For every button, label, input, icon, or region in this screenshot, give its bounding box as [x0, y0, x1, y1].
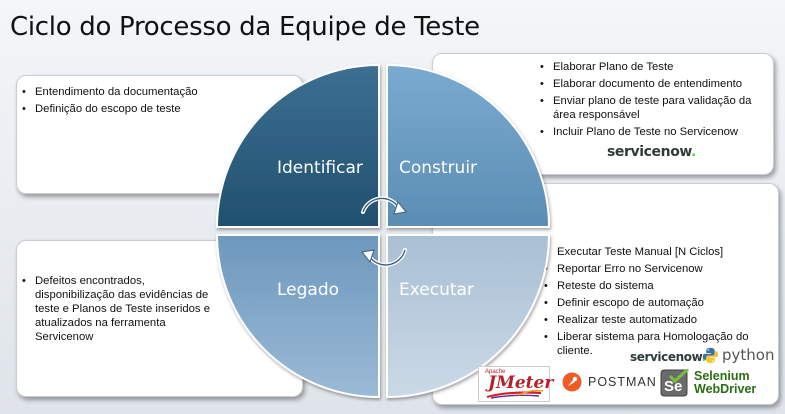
servicenow-dot: .: [691, 144, 696, 160]
selenium-text: Selenium WebDriver: [694, 370, 756, 396]
label-executar: Executar: [399, 280, 474, 300]
list-item: Realizar teste automatizado: [544, 313, 774, 327]
postman-logo: POSTMAN: [562, 372, 657, 392]
servicenow-logo: servicenow.: [607, 144, 696, 160]
servicenow-logo-small: servicenow.: [630, 350, 706, 364]
list-item: Elaborar Plano de Teste: [540, 60, 769, 74]
cycle-arrows-outline-icon: [362, 197, 406, 266]
list-item: Enviar plano de teste para validação da …: [540, 94, 769, 122]
apache-feather-icon: [486, 389, 544, 399]
quadrant-construir: [386, 63, 551, 228]
list-item: Reteste do sistema: [544, 279, 774, 293]
list-item: Entendimento da documentação: [22, 85, 212, 99]
list-item: Defeitos encontrados, disponibilização d…: [22, 274, 212, 344]
jmeter-logo: Apache JMeter: [478, 366, 554, 402]
quadrant-identificar: [215, 63, 380, 228]
postman-icon: [562, 372, 582, 392]
selenium-line2: WebDriver: [694, 382, 757, 396]
selenium-logo: Se Selenium WebDriver: [660, 369, 756, 397]
construir-list: Elaborar Plano de Teste Elaborar documen…: [433, 54, 773, 139]
selenium-icon: Se: [660, 369, 690, 397]
list-item: Liberar sistema para Homologação do clie…: [544, 330, 774, 358]
python-text: python: [722, 346, 775, 364]
python-icon: [702, 347, 719, 363]
label-construir: Construir: [399, 158, 478, 178]
page-title: Ciclo do Processo da Equipe de Teste: [10, 12, 480, 42]
quadrant-legado: [215, 234, 380, 399]
list-item: Elaborar documento de entendimento: [540, 77, 769, 91]
label-legado: Legado: [277, 280, 340, 300]
servicenow-text: servicenow: [607, 144, 692, 160]
quadrant-executar: [386, 234, 551, 399]
legado-list: Defeitos encontrados, disponibilização d…: [17, 241, 302, 344]
identificar-list: Entendimento da documentação Definição d…: [17, 76, 302, 116]
list-item: Incluir Plano de Teste no Servicenow: [540, 125, 769, 139]
python-logo: python: [702, 346, 774, 364]
jmeter-text: JMeter: [488, 373, 554, 393]
servicenow-text: servicenow: [630, 350, 702, 364]
list-item: Definir escopo de automação: [544, 296, 774, 310]
selenium-line1: Selenium: [694, 369, 750, 383]
apache-text: Apache: [485, 369, 506, 375]
svg-text:Se: Se: [664, 378, 682, 395]
label-identificar: Identificar: [277, 158, 363, 178]
postman-text: POSTMAN: [588, 375, 657, 389]
list-item: Definição do escopo de teste: [22, 102, 212, 116]
